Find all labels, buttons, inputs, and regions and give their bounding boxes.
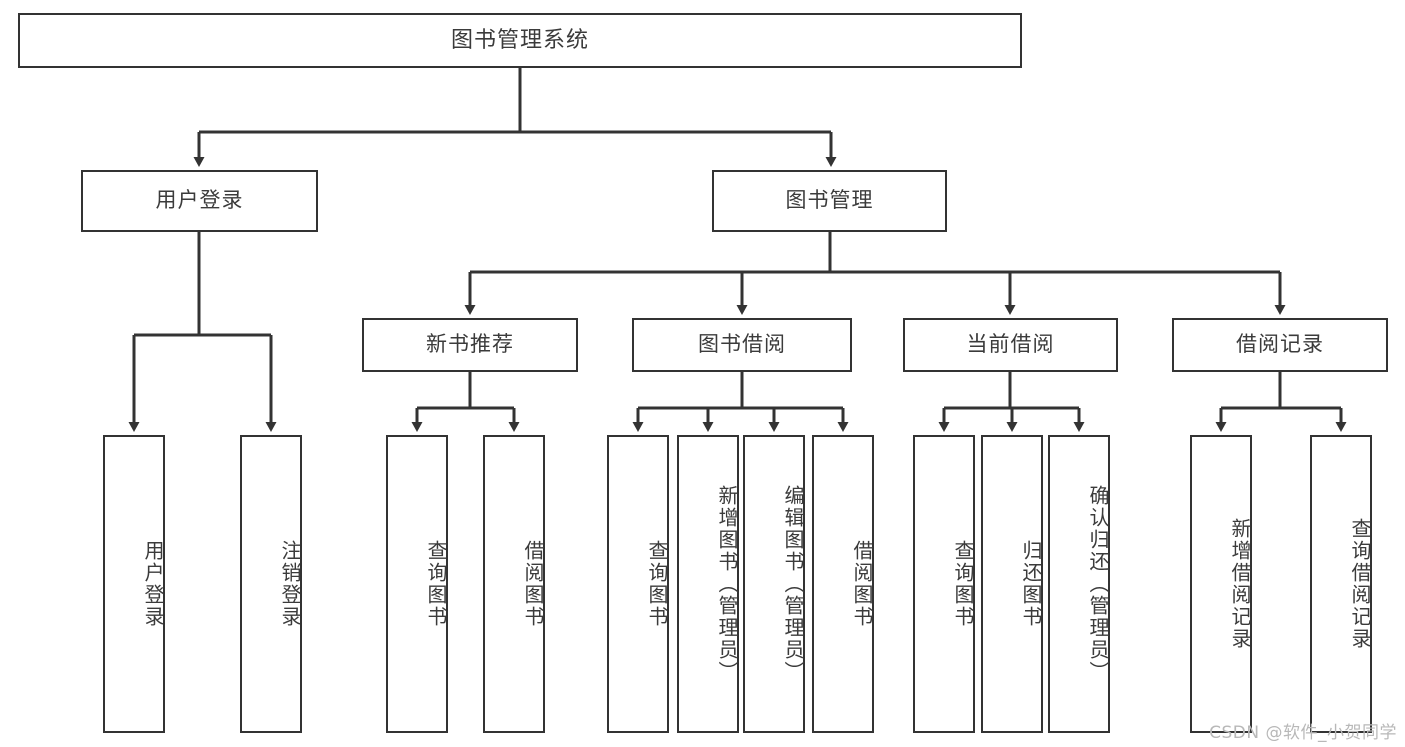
leaf-query-book-recommend[interactable]: 查询图书 xyxy=(386,435,448,733)
node-label: 归还图书 xyxy=(1019,540,1043,628)
node-current-borrow[interactable]: 当前借阅 xyxy=(903,318,1118,372)
node-book-management[interactable]: 图书管理 xyxy=(712,170,947,232)
leaf-query-book-current[interactable]: 查询图书 xyxy=(913,435,975,733)
leaf-borrow-book[interactable]: 借阅图书 xyxy=(812,435,874,733)
node-label: 借阅记录 xyxy=(1236,332,1324,357)
leaf-return-book[interactable]: 归还图书 xyxy=(981,435,1043,733)
node-label: 查询借阅记录 xyxy=(1348,518,1372,650)
leaf-add-borrow-record[interactable]: 新增借阅记录 xyxy=(1190,435,1252,733)
leaf-query-borrow-record[interactable]: 查询借阅记录 xyxy=(1310,435,1372,733)
node-label: 查询图书 xyxy=(951,540,975,628)
node-label: 借阅图书 xyxy=(521,540,545,628)
node-label: 图书管理系统 xyxy=(450,27,589,53)
node-label: 用户登录 xyxy=(155,188,244,213)
node-new-book-recommend[interactable]: 新书推荐 xyxy=(362,318,578,372)
node-label: 新增借阅记录 xyxy=(1228,518,1252,650)
leaf-add-book-admin[interactable]: 新增图书（管理员） xyxy=(677,435,739,733)
node-label: 查询图书 xyxy=(424,540,448,628)
leaf-borrow-book-recommend[interactable]: 借阅图书 xyxy=(483,435,545,733)
node-borrow-records[interactable]: 借阅记录 xyxy=(1172,318,1388,372)
leaf-confirm-return-admin[interactable]: 确认归还（管理员） xyxy=(1048,435,1110,733)
leaf-edit-book-admin[interactable]: 编辑图书（管理员） xyxy=(743,435,805,733)
leaf-query-book-borrow[interactable]: 查询图书 xyxy=(607,435,669,733)
node-label: 用户登录 xyxy=(141,540,165,628)
node-user-login[interactable]: 用户登录 xyxy=(81,170,318,232)
node-label: 图书借阅 xyxy=(698,332,786,357)
node-label: 注销登录 xyxy=(278,540,302,628)
leaf-user-login[interactable]: 用户登录 xyxy=(103,435,165,733)
node-label: 图书管理 xyxy=(785,188,874,213)
node-label: 当前借阅 xyxy=(966,332,1055,357)
watermark-text: CSDN @软件_小贺同学 xyxy=(1209,723,1397,743)
node-root-system[interactable]: 图书管理系统 xyxy=(18,13,1022,68)
node-label: 查询图书 xyxy=(645,540,669,628)
node-label: 确认归还（管理员） xyxy=(1086,485,1110,683)
node-label: 编辑图书（管理员） xyxy=(781,485,805,683)
node-label: 新书推荐 xyxy=(426,332,514,357)
leaf-logout[interactable]: 注销登录 xyxy=(240,435,302,733)
node-book-borrow[interactable]: 图书借阅 xyxy=(632,318,852,372)
node-label: 借阅图书 xyxy=(850,540,874,628)
node-label: 新增图书（管理员） xyxy=(715,485,739,683)
